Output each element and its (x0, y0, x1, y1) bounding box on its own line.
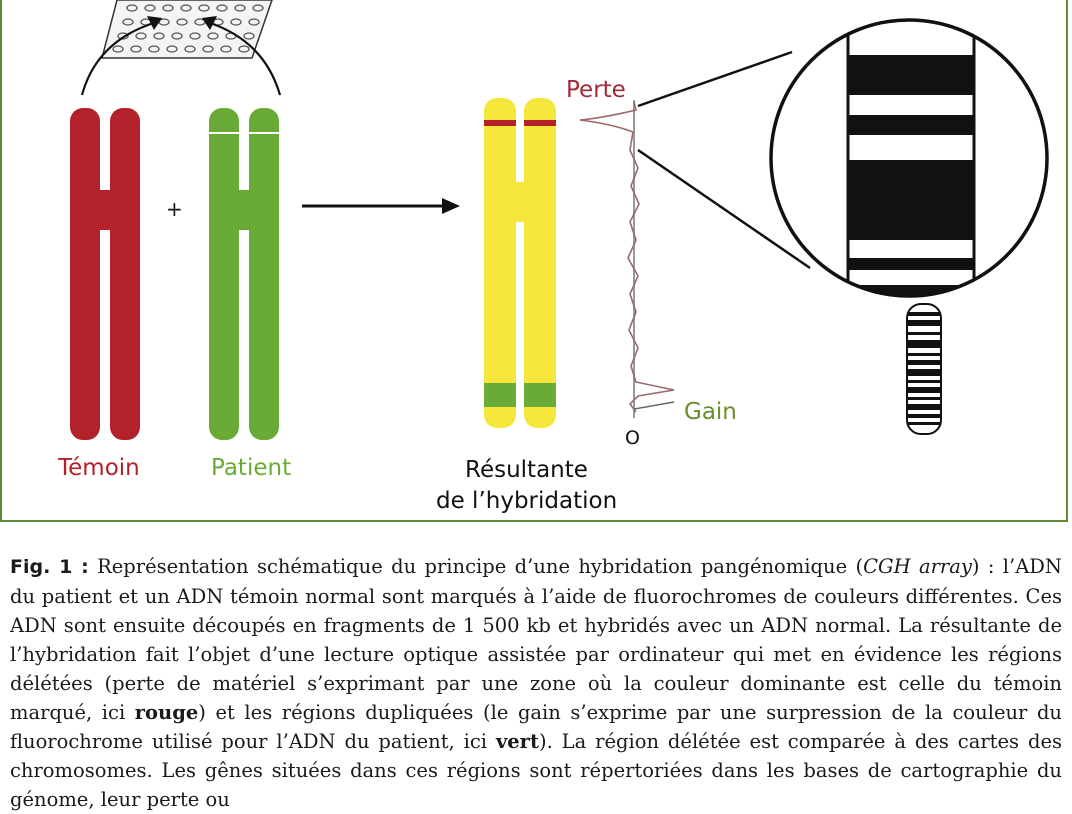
loss-label: Perte (566, 77, 626, 103)
caption-text-3: ) et les régions dupliquées (le gain s’e… (10, 701, 1062, 753)
plus-sign: + (166, 197, 183, 221)
arrowhead-left (147, 16, 162, 30)
magnifier (769, 18, 1049, 298)
arrow-to-result-head (442, 198, 460, 214)
gain-baseline (633, 401, 675, 410)
arrowhead-right (202, 16, 217, 30)
loss-band (484, 120, 556, 126)
control-label: Témoin (58, 455, 140, 481)
microarray-slide (101, 0, 273, 59)
gain-label: Gain (684, 399, 737, 425)
figure-panel: Témoin Patient + Résultante de l’hybrida… (0, 0, 1068, 522)
caption-bold-green: vert (495, 730, 539, 753)
patient-chromosome (209, 108, 279, 440)
profile-trace (579, 101, 675, 413)
caption-italic: CGH array (863, 555, 972, 578)
arrows-to-slide (80, 20, 282, 96)
control-chromosome (70, 108, 140, 440)
gain-band (484, 383, 556, 407)
banded-chromosome (906, 303, 942, 435)
caption-text-1: Représentation schématique du principe d… (88, 555, 864, 578)
patient-label: Patient (211, 455, 292, 481)
hybridization-diagram (70, 0, 1049, 440)
figure-caption: Fig. 1 : Représentation schématique du p… (10, 552, 1062, 814)
result-label-line2: de l’hybridation (436, 488, 618, 514)
caption-text-2: ) : l’ADN du patient et un ADN témoin no… (10, 555, 1062, 724)
figure-number: Fig. 1 : (10, 556, 89, 578)
result-label-line1: Résultante (465, 457, 588, 483)
zoom-lines (637, 50, 811, 270)
caption-bold-red: rouge (134, 701, 199, 724)
result-chromosome (484, 98, 556, 428)
zero-label: O (625, 427, 640, 449)
